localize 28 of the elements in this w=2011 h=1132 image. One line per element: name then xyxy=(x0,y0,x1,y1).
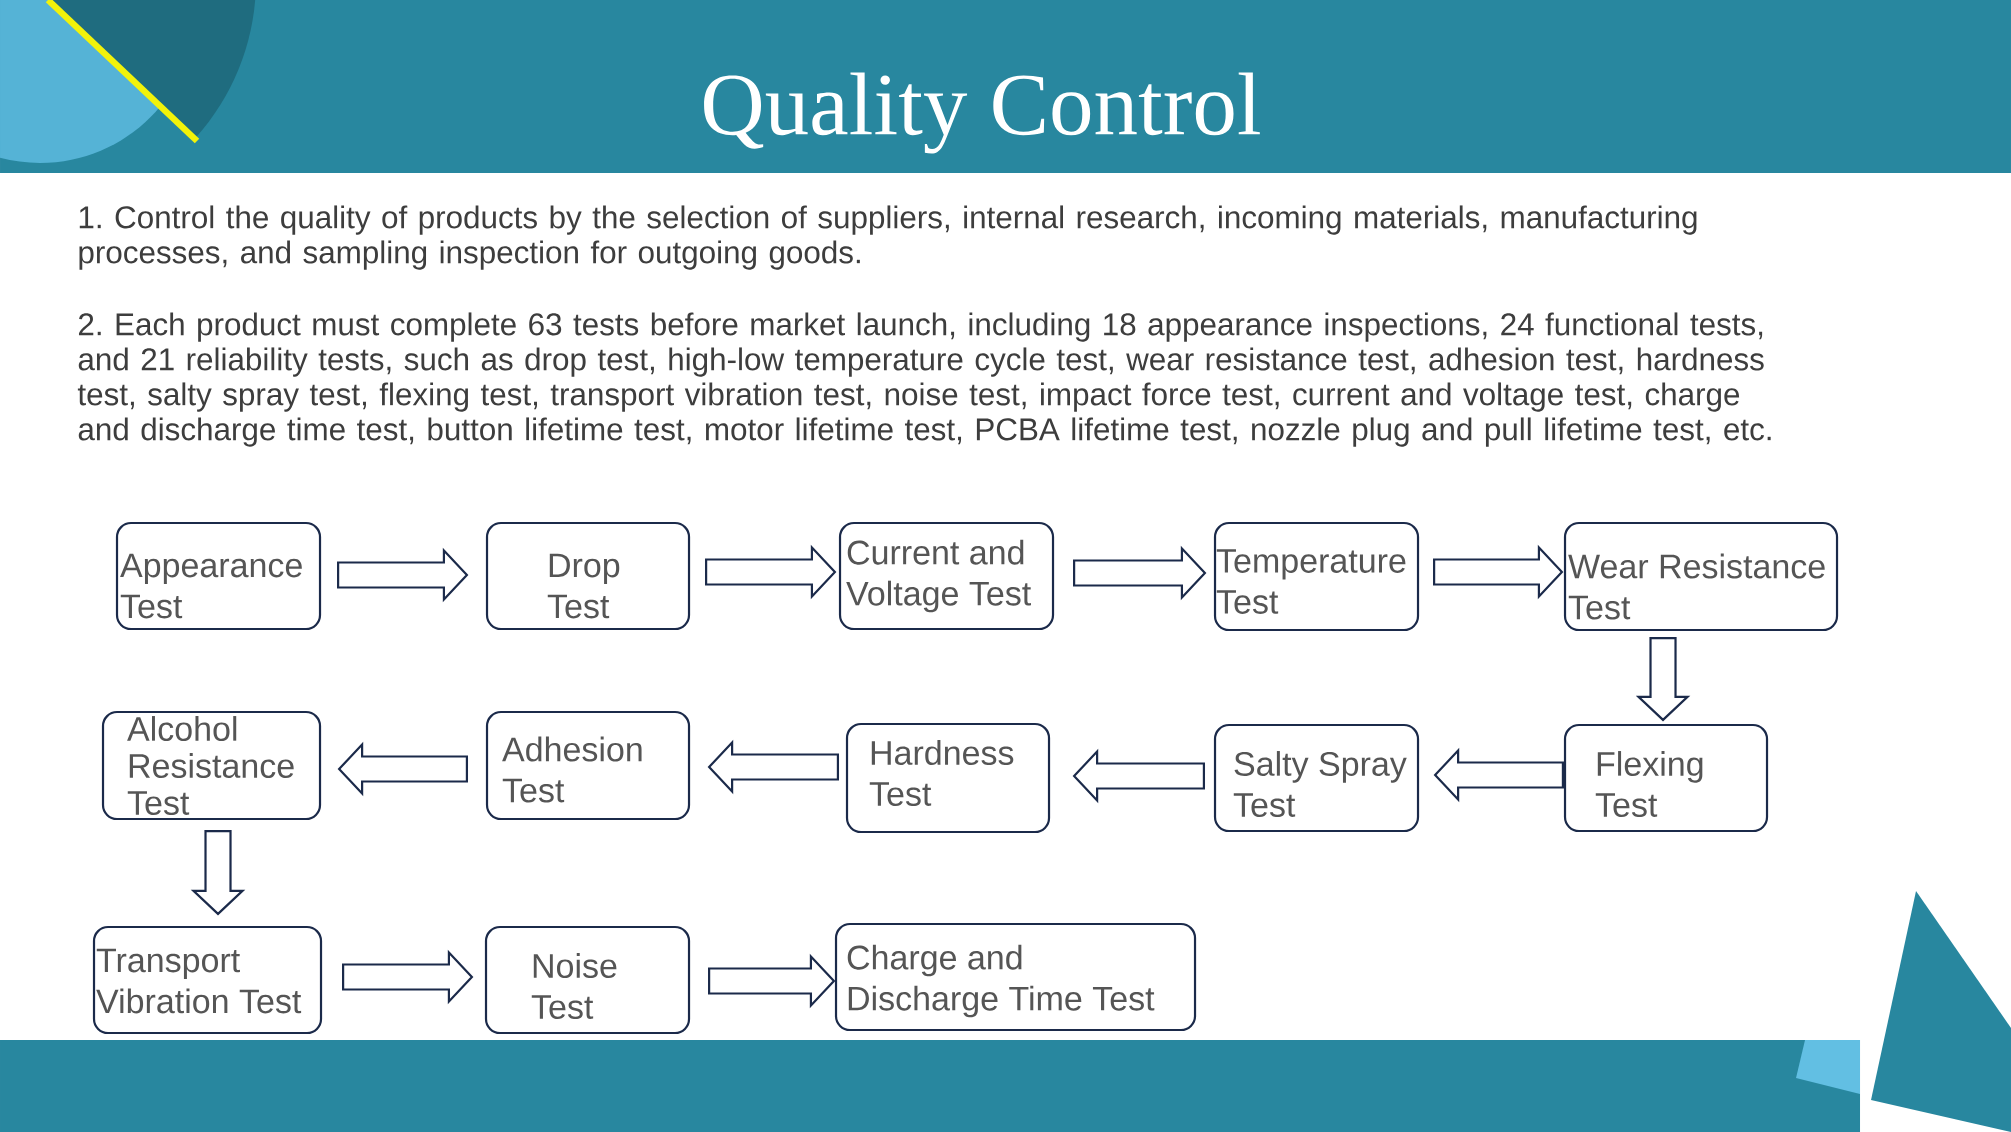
process-box: Charge and Discharge Time Test xyxy=(834,922,1197,1032)
paragraph: 2. Each product must complete 63 tests before market launch, including 18 appearance inspections, 24 functional tests, and 21 reliability tests, such as drop test, high-low temperature cycle test, wear resistance test, adhesion test, hardness test, salty spray test, flexing test, transport vibration test, noise test, impact force test, current and voltage test, charge and discharge time test, button lifetime test, motor lifetime test, PCBA lifetime test, nozzle plug and pull lifetime test, etc. xyxy=(77,312,1771,447)
process-box: Wear Resistance Test xyxy=(1563,521,1839,632)
arrow xyxy=(1072,748,1205,804)
process-box: Salty Spray Test xyxy=(1213,723,1420,833)
arrow xyxy=(707,739,839,795)
process-box: Adhesion Test xyxy=(485,710,691,821)
process-box: Noise Test xyxy=(484,925,691,1035)
arrow xyxy=(1433,747,1564,803)
process-box: Flexing Test xyxy=(1563,723,1769,833)
process-box: Temperature Test xyxy=(1213,521,1420,632)
arrow xyxy=(708,953,836,1009)
arrow xyxy=(1433,544,1564,600)
arrow xyxy=(342,949,474,1005)
arrow xyxy=(190,830,246,916)
arrow xyxy=(1635,637,1691,722)
process-box: Hardness Test xyxy=(845,722,1051,834)
process-box: Alcohol Resistance Test xyxy=(101,710,322,821)
process-box: Drop Test xyxy=(485,521,691,631)
process-box: Current and Voltage Test xyxy=(838,521,1055,631)
arrow xyxy=(337,741,469,797)
arrow xyxy=(705,544,837,600)
process-box: Transport Vibration Test xyxy=(92,925,323,1035)
process-box: Appearance Test xyxy=(115,521,322,631)
arrow xyxy=(1073,545,1207,601)
paragraph: 1. Control the quality of products by the selection of suppliers, internal research, incoming materials, manufacturing processes, and sampling inspection for outgoing goods. xyxy=(79,205,1697,270)
title: Quality Control xyxy=(704,72,1260,154)
arrow xyxy=(337,547,469,603)
